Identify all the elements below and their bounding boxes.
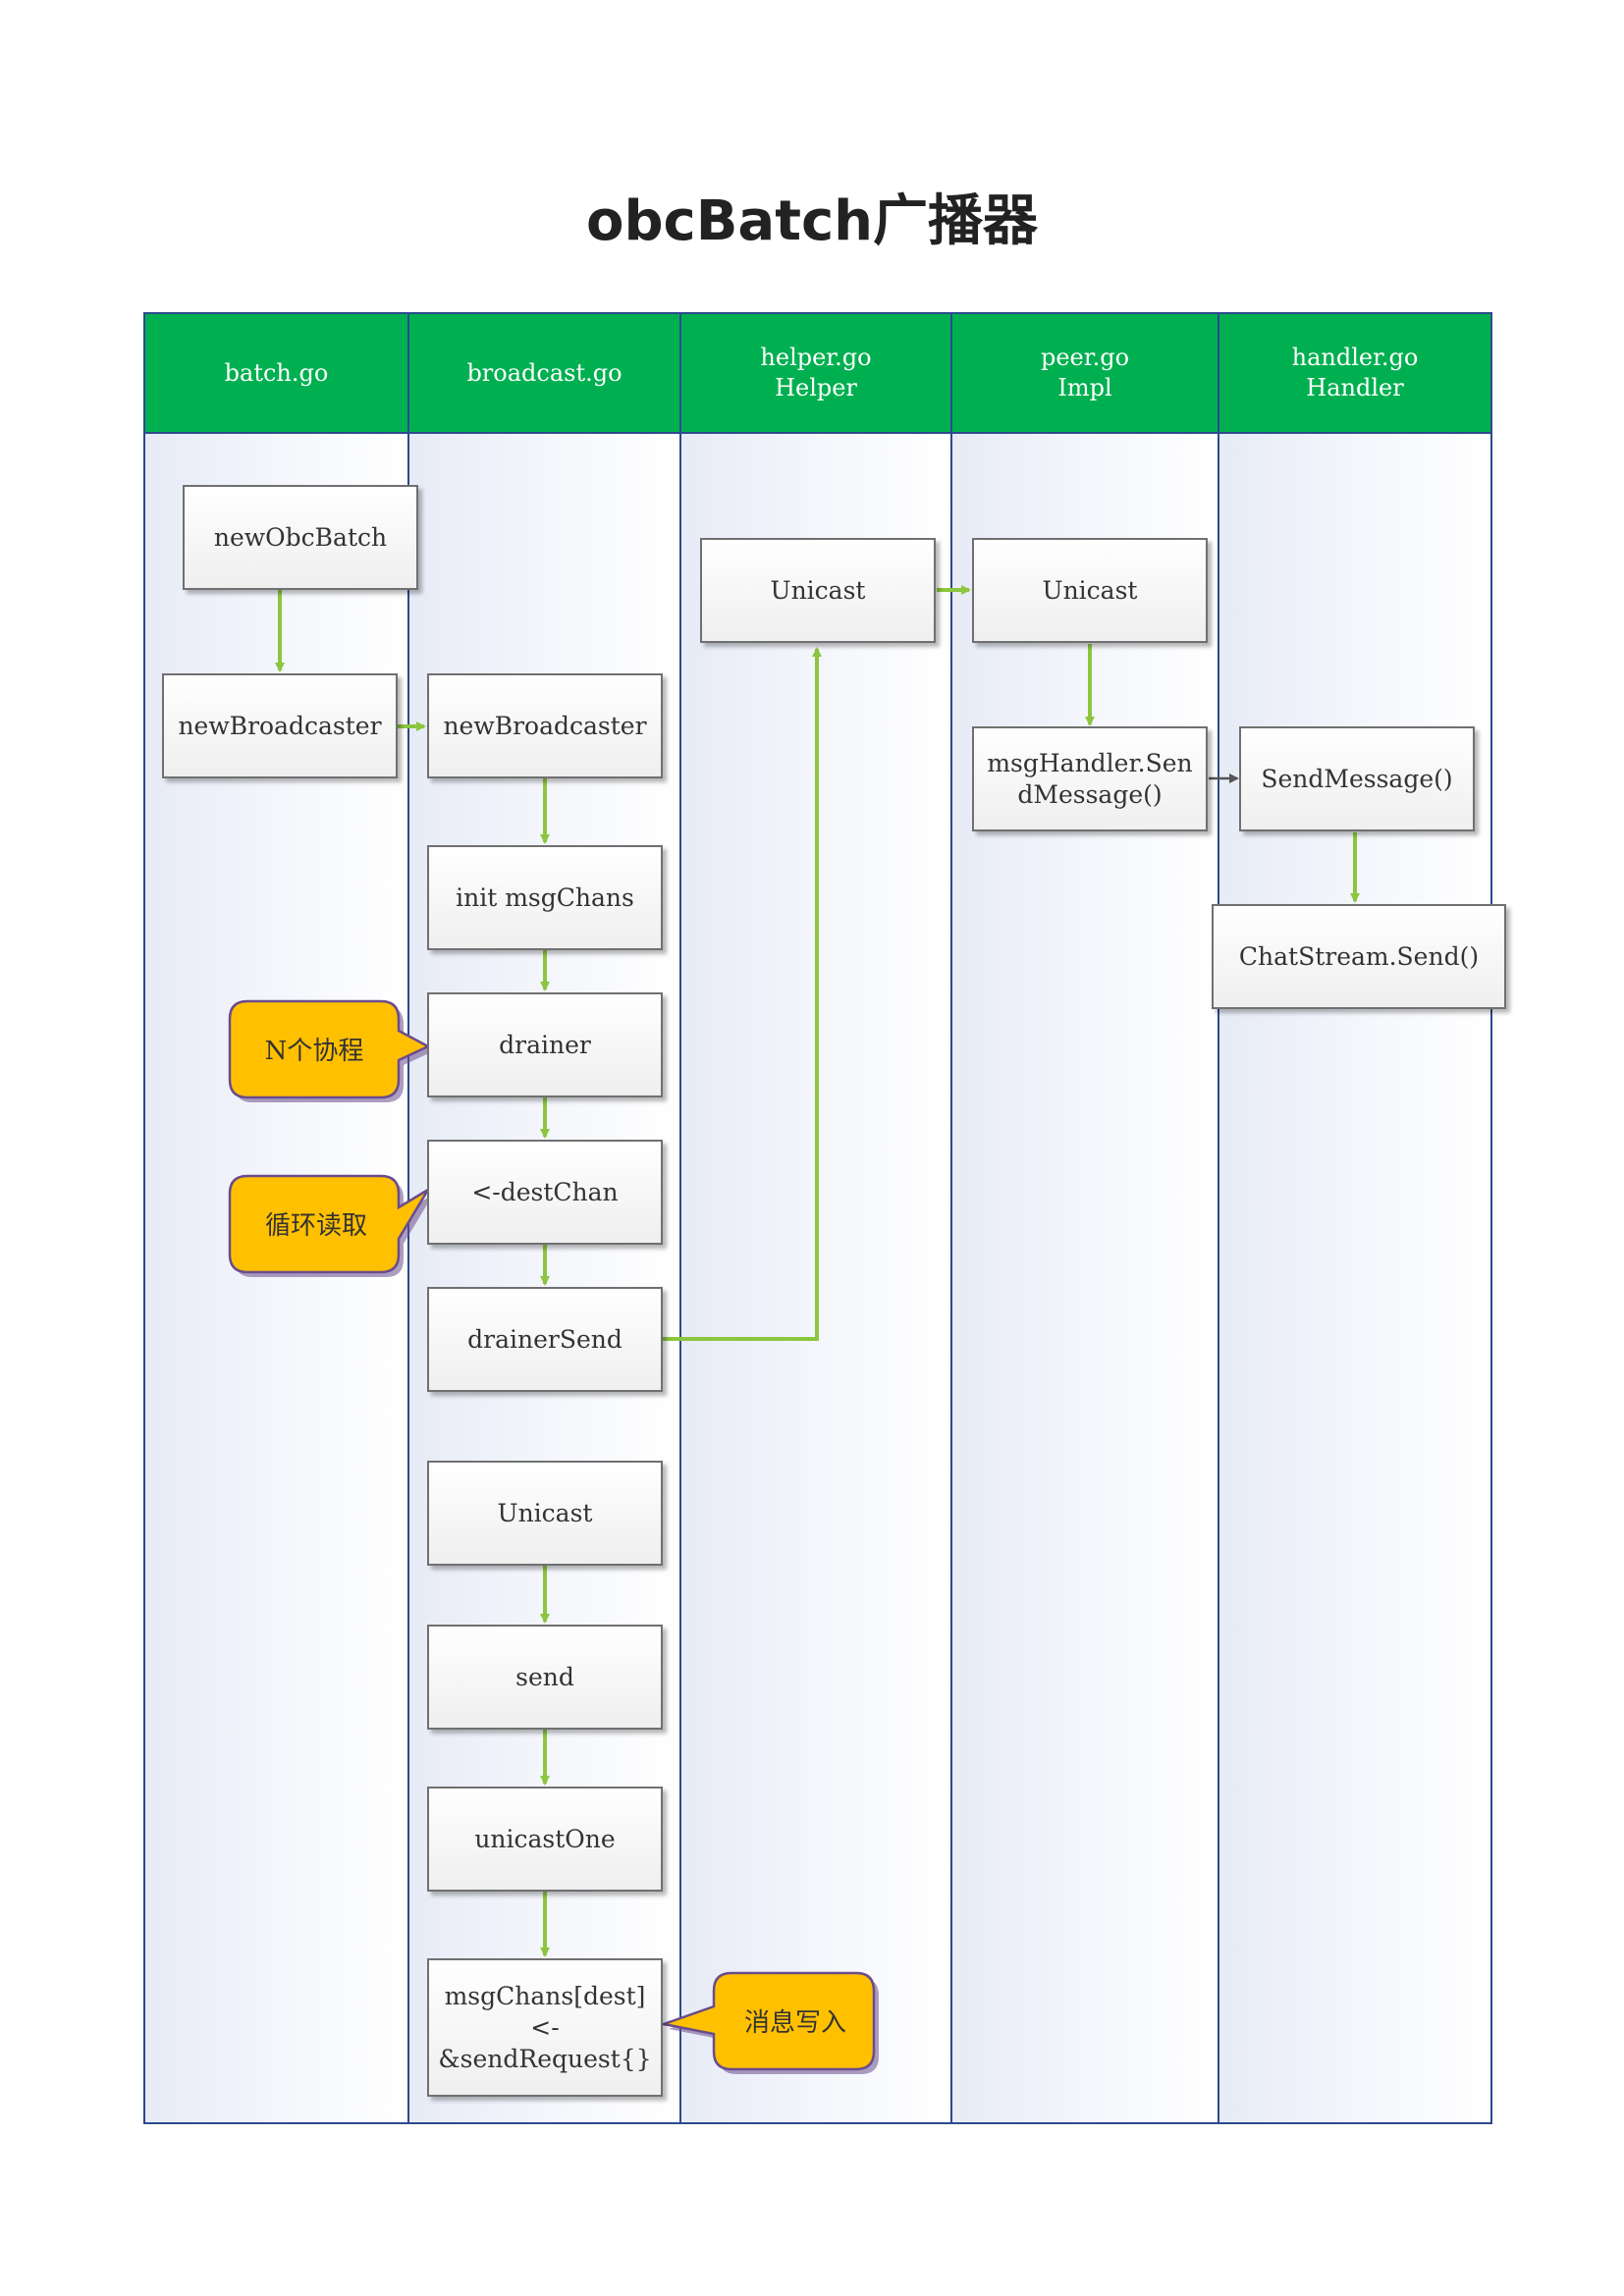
callout-label: N个协程 (265, 1037, 364, 1066)
lane-header-line2: Impl (1057, 374, 1112, 401)
node-label-line2: <- (530, 2012, 560, 2042)
callout-label: 消息写入 (744, 2008, 846, 2038)
node-drainer: drainer (427, 992, 663, 1097)
node-label: newBroadcaster (178, 711, 382, 740)
node-newbroadcaster-batch: newBroadcaster (162, 673, 398, 778)
node-label: ChatStream.Send() (1238, 941, 1480, 971)
callout-msg-write: 消息写入 (659, 1971, 879, 2074)
node-label-line3: &sendRequest{} (438, 2044, 652, 2073)
node-chatstream-send: ChatStream.Send() (1212, 904, 1506, 1009)
lane-header-line1: broadcast.go (466, 358, 623, 387)
node-label: newObcBatch (213, 522, 388, 552)
callout-loop-read: 循环读取 (228, 1174, 433, 1277)
node-newobcbatch: newObcBatch (183, 485, 418, 590)
lane-header-line1: batch.go (224, 358, 329, 387)
node-unicast-peer: Unicast (972, 538, 1208, 643)
node-label: drainerSend (467, 1324, 623, 1354)
node-label-line1: msgChans[dest] (444, 1981, 646, 2010)
lane-header: handler.go Handler (1219, 314, 1490, 434)
node-label: drainer (499, 1030, 591, 1059)
node-label-line1: msgHandler.Sen (987, 748, 1193, 777)
node-label: SendMessage() (1261, 764, 1453, 793)
callout-label: 循环读取 (265, 1211, 367, 1241)
node-sendmessage: SendMessage() (1239, 726, 1475, 831)
node-label: send (515, 1662, 574, 1691)
node-label: Unicast (770, 575, 866, 605)
node-label: Unicast (497, 1498, 593, 1527)
node-init-msgchans: init msgChans (427, 845, 663, 950)
node-unicast-helper: Unicast (700, 538, 936, 643)
lane-header: peer.go Impl (952, 314, 1218, 434)
node-unicast-broadcast: Unicast (427, 1461, 663, 1566)
lane-header-line1: helper.go (760, 344, 872, 371)
lane-header-line2: Handler (1306, 374, 1404, 401)
node-label-line2: dMessage() (1017, 779, 1163, 809)
lane-handler-go: handler.go Handler (1218, 312, 1492, 2124)
node-label: Unicast (1042, 575, 1138, 605)
lane-header-line2: Helper (775, 374, 857, 401)
node-label: init msgChans (456, 882, 634, 912)
lane-header: batch.go (145, 314, 407, 434)
node-label: unicastOne (474, 1824, 616, 1853)
node-drainersend: drainerSend (427, 1287, 663, 1392)
node-msgchans-send: msgChans[dest] <- &sendRequest{} (427, 1958, 663, 2097)
diagram-title: obcBatch广播器 (585, 189, 1039, 253)
lane-header-line1: peer.go (1040, 344, 1130, 371)
lane-header-line1: handler.go (1291, 344, 1419, 371)
node-send: send (427, 1625, 663, 1730)
node-newbroadcaster-broadcast: newBroadcaster (427, 673, 663, 778)
lane-header: broadcast.go (409, 314, 679, 434)
node-msghandler-sendmessage: msgHandler.Sen dMessage() (972, 726, 1208, 831)
node-unicastone: unicastOne (427, 1787, 663, 1892)
arrow-drainersend-to-helper-unicast (663, 647, 822, 1341)
node-label: <-destChan (471, 1177, 619, 1206)
node-label: newBroadcaster (443, 711, 647, 740)
lane-header: helper.go Helper (681, 314, 950, 434)
node-destchan: <-destChan (427, 1140, 663, 1245)
callout-n-goroutines: N个协程 (228, 999, 433, 1102)
